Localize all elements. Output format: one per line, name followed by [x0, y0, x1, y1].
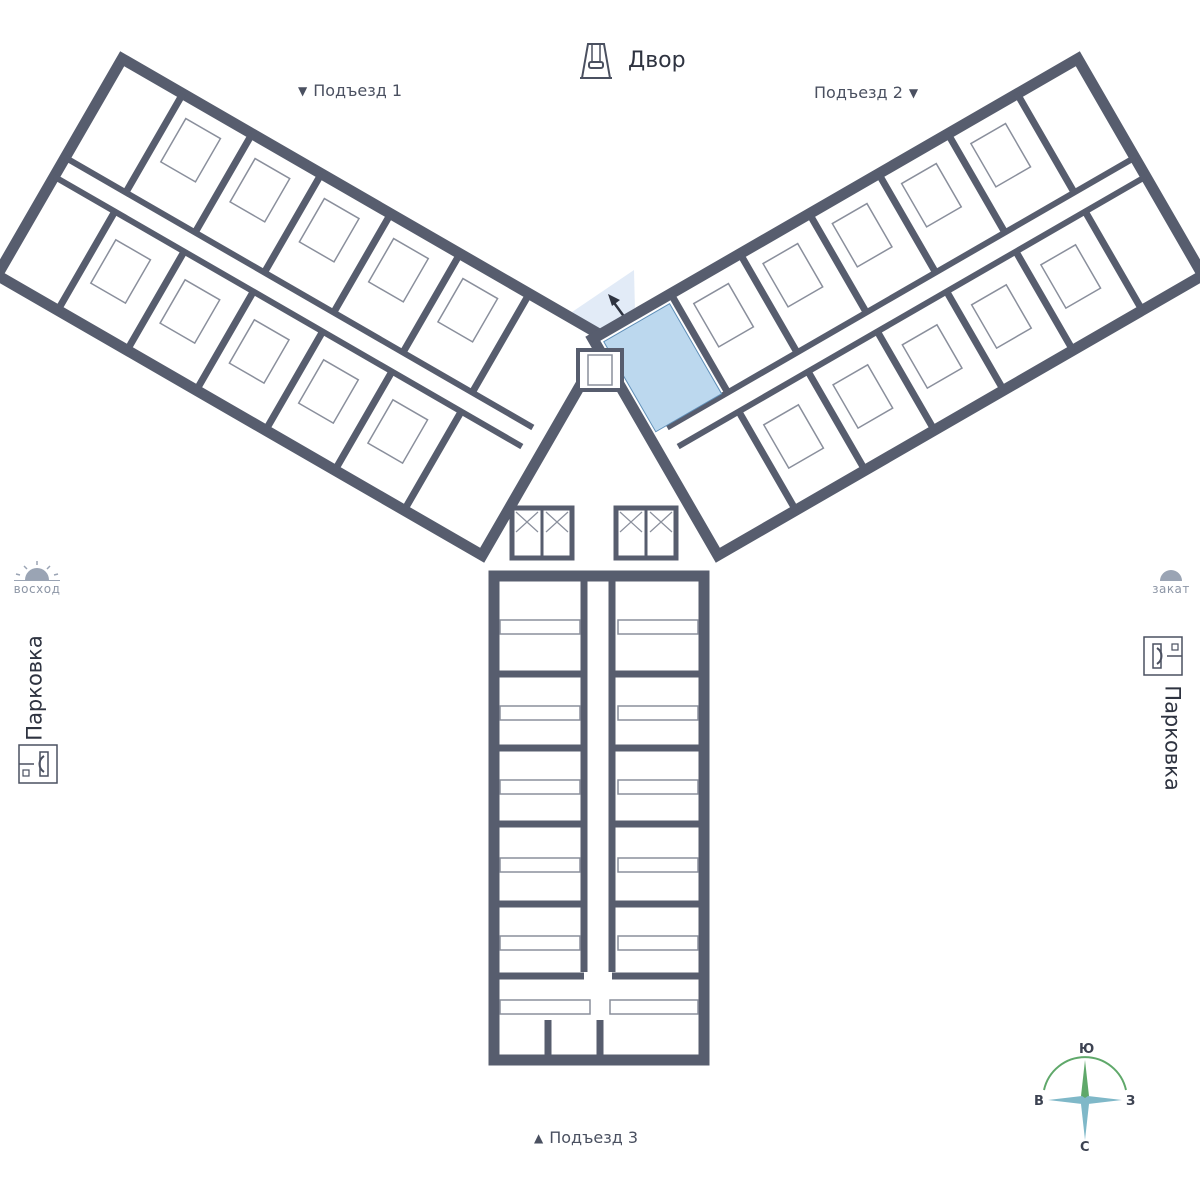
entrance-1-label: ▼ Подъезд 1	[298, 81, 402, 100]
sunrise-group: восход	[10, 560, 64, 596]
compass-west-label: З	[1126, 1094, 1136, 1109]
right-wing	[585, 51, 1200, 563]
compass-north-label: С	[1080, 1140, 1090, 1155]
central-hub	[509, 348, 679, 561]
sunset-label: закат	[1152, 582, 1190, 596]
compass: Ю С В З	[1030, 1040, 1140, 1160]
sunrise-icon	[10, 560, 64, 582]
entrance-1-marker: ▼	[298, 83, 308, 98]
entrance-2-marker: ▼	[908, 85, 919, 100]
compass-south-label: Ю	[1079, 1042, 1095, 1057]
sunset-group: закат	[1146, 566, 1196, 596]
bottom-wing	[488, 570, 710, 1066]
yard-label-group: Двор	[578, 40, 686, 80]
yard-label: Двор	[628, 47, 686, 73]
compass-east-label: В	[1034, 1094, 1044, 1109]
entrance-1-text: Подъезд 1	[313, 81, 403, 100]
entrance-3-text: Подъезд 3	[549, 1128, 639, 1147]
view-arrow-head	[608, 294, 620, 306]
selected-unit[interactable]	[603, 303, 723, 433]
entrance-2-text: Подъезд 2	[814, 83, 903, 102]
compass-rose-icon	[1043, 1056, 1127, 1140]
entrance-2-label: Подъезд 2 ▼	[814, 83, 918, 102]
parking-right-icon	[1143, 636, 1183, 676]
swing-icon	[578, 40, 614, 80]
sunset-icon	[1146, 566, 1196, 582]
parking-left-icon	[18, 744, 58, 784]
sunrise-label: восход	[13, 582, 61, 596]
left-wing	[0, 51, 615, 563]
entrance-3-label: ▲ Подъезд 3	[534, 1128, 638, 1147]
entrance-3-marker: ▲	[534, 1130, 544, 1145]
